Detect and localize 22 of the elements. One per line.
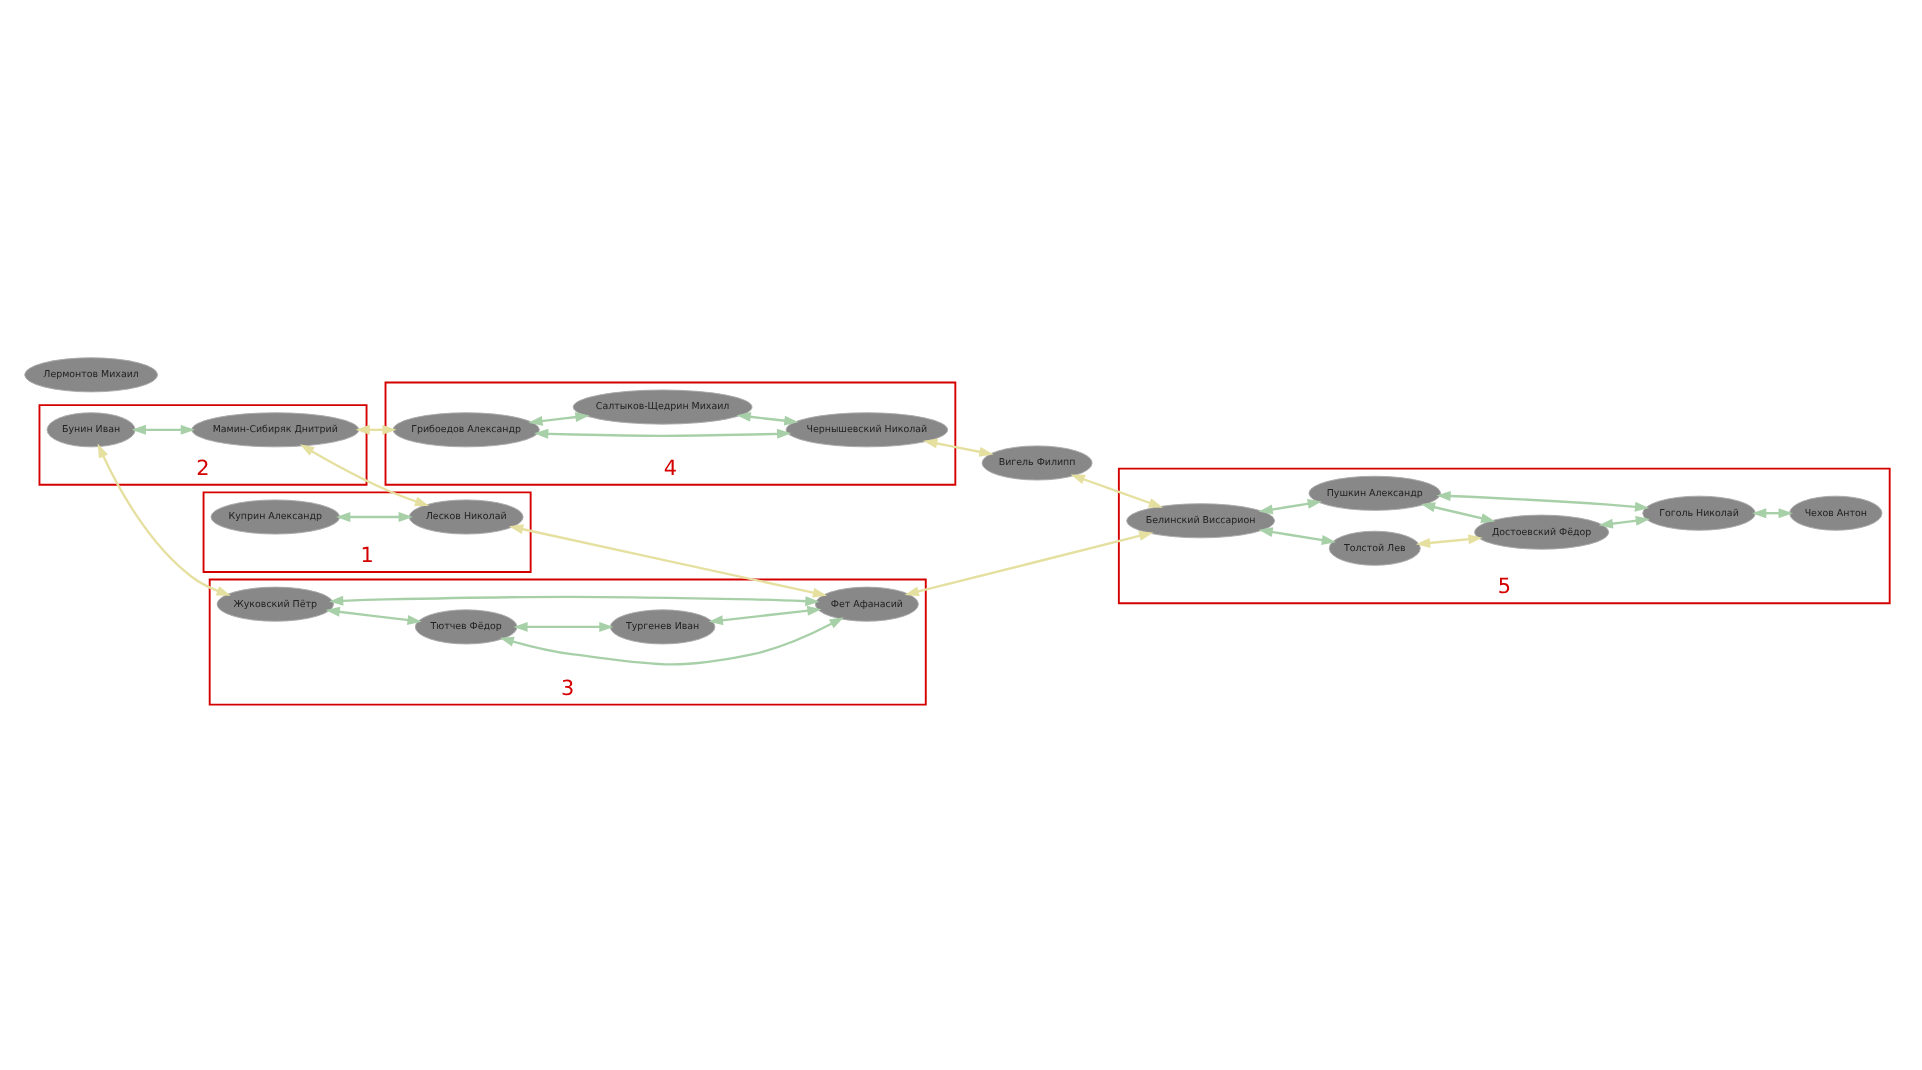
arrow [1258,498,1322,515]
arrow [923,438,994,457]
arrow [1070,474,1164,508]
arrow [336,512,413,522]
arrow [131,424,195,435]
arrow [1420,502,1496,524]
arrow [97,443,231,596]
arrow [534,428,792,439]
arrow [904,531,1154,597]
arrow [329,595,820,607]
arrow [1415,534,1483,548]
arrow [513,621,614,632]
arrow [1598,515,1650,529]
arrow [528,412,590,426]
arrow [299,444,430,507]
arrow [736,411,799,426]
arrow [499,617,844,666]
arrow [708,605,822,626]
arrow [1258,527,1336,545]
arrow [325,606,422,625]
arrow [508,524,828,598]
arrow [1436,491,1650,512]
